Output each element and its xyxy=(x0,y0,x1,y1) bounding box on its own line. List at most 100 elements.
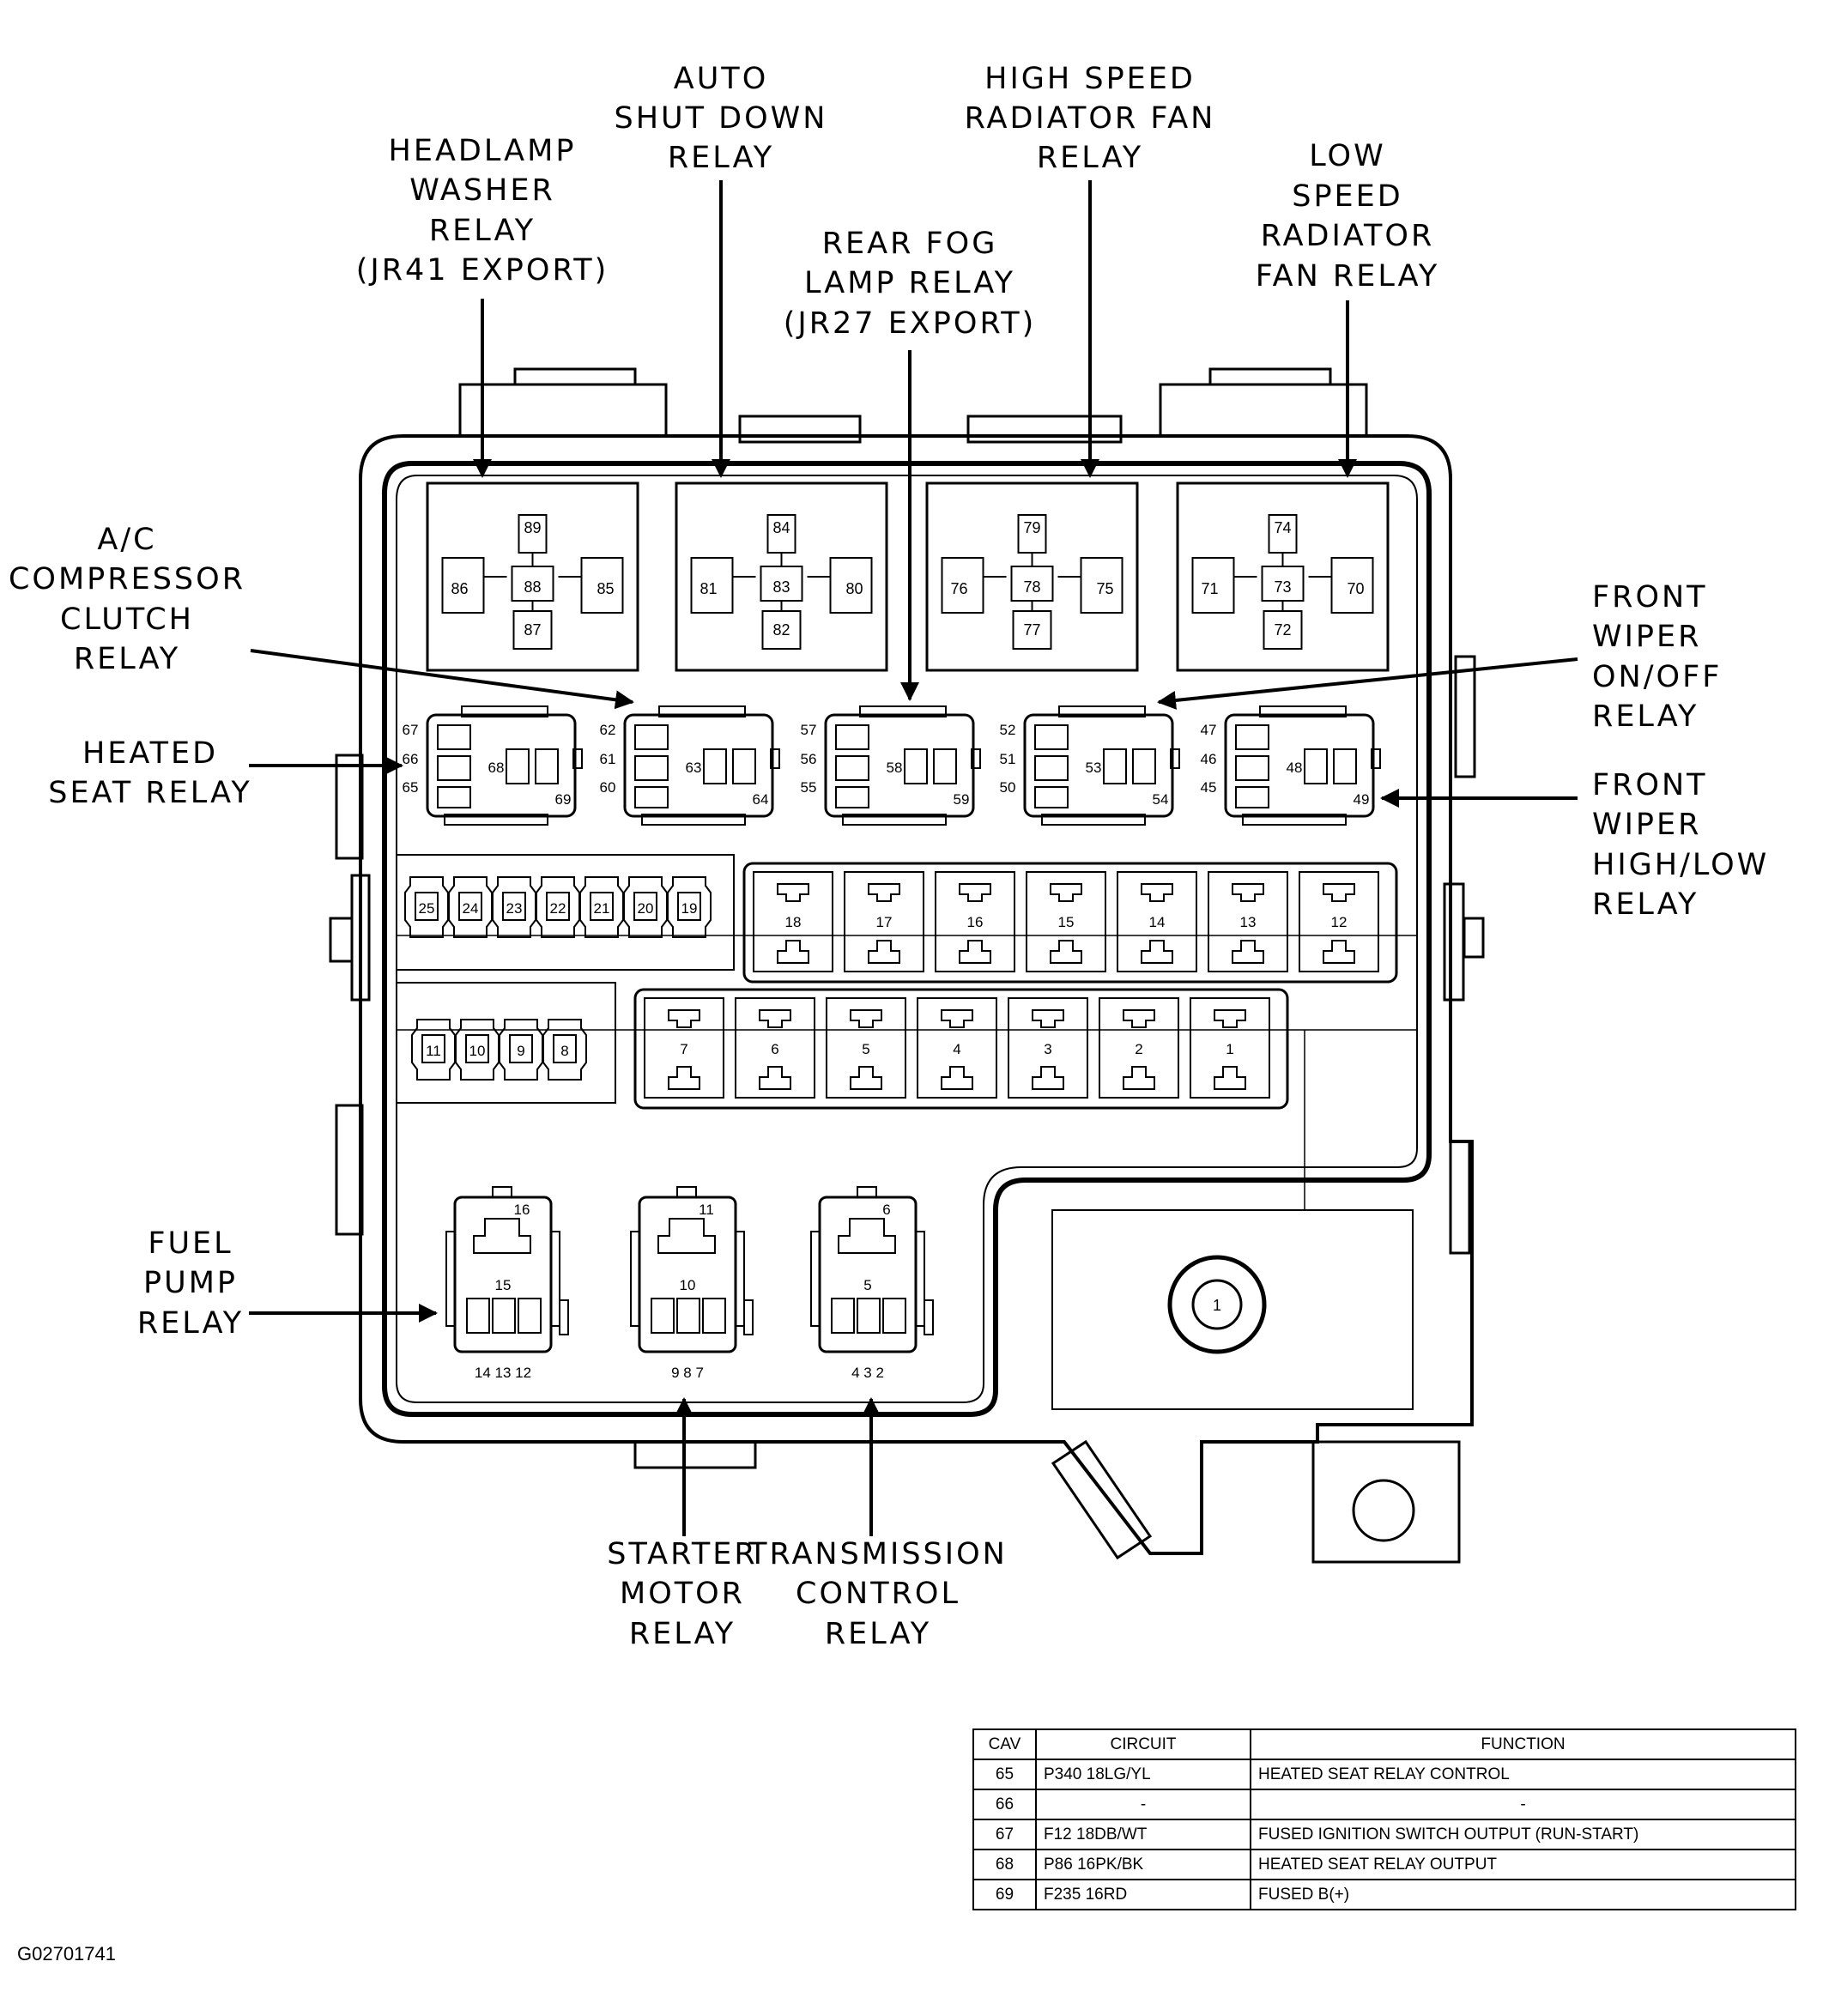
label-low-speed-radiator-fan-relay: LOW SPEED RADIATOR FAN RELAY xyxy=(1256,139,1438,294)
fuse-label: 2 xyxy=(1135,1041,1142,1057)
svg-text:LOW: LOW xyxy=(1309,139,1385,173)
pin-label: 9 8 7 xyxy=(671,1365,704,1381)
cell-function: FUSED B(+) xyxy=(1250,1879,1796,1910)
mini-fuse-outline xyxy=(404,876,449,938)
svg-text:AUTO: AUTO xyxy=(674,62,769,96)
fuse-label: 8 xyxy=(560,1043,568,1059)
svg-text:A/C: A/C xyxy=(97,523,156,557)
svg-text:RELAY: RELAY xyxy=(668,141,774,175)
svg-text:SPEED: SPEED xyxy=(1292,179,1403,214)
svg-text:ON/OFF: ON/OFF xyxy=(1592,660,1722,694)
label-ac-compressor-clutch-relay: A/C COMPRESSOR CLUTCH RELAY xyxy=(9,523,243,676)
pin-label: 47 xyxy=(1201,722,1217,738)
pin-label: 51 xyxy=(1000,751,1016,767)
fuse-label: 1 xyxy=(1226,1041,1233,1057)
svg-text:PUMP: PUMP xyxy=(143,1266,238,1300)
mini-fuse-outline xyxy=(579,876,624,938)
cartridge-fuse: 16 xyxy=(935,871,1015,972)
pin-label: 48 xyxy=(1287,760,1303,776)
svg-text:WIPER: WIPER xyxy=(1592,808,1701,842)
cartridge-fuse: 17 xyxy=(844,871,924,972)
svg-text:(JR41 EXPORT): (JR41 EXPORT) xyxy=(356,253,609,288)
fuse-label: 15 xyxy=(1058,914,1075,930)
fuse-label: 25 xyxy=(419,900,435,917)
pin-label: 10 xyxy=(680,1277,696,1293)
bottom-relay-socket: 654 3 2 xyxy=(810,1186,934,1381)
svg-text:RADIATOR FAN: RADIATOR FAN xyxy=(965,101,1216,136)
pin-label: 5 xyxy=(863,1277,871,1293)
fuse-label: 18 xyxy=(785,914,802,930)
table-row: 67 F12 18DB/WT FUSED IGNITION SWITCH OUT… xyxy=(972,1819,1796,1850)
pin-label: 14 13 12 xyxy=(475,1365,531,1381)
housing-side-tabs xyxy=(329,655,1485,1469)
svg-text:RELAY: RELAY xyxy=(825,1617,931,1651)
pin-label: 54 xyxy=(1153,791,1169,808)
col-function: FUNCTION xyxy=(1250,1728,1796,1760)
fuse-label: 23 xyxy=(506,900,523,917)
label-front-wiper-on-off-relay: FRONT WIPER ON/OFF RELAY xyxy=(1592,580,1722,734)
svg-text:SEAT RELAY: SEAT RELAY xyxy=(48,776,251,810)
pin-label: 50 xyxy=(1000,779,1016,796)
svg-text:REAR FOG: REAR FOG xyxy=(822,227,998,261)
cartridge-fuse: 12 xyxy=(1299,871,1379,972)
col-cav: CAV xyxy=(972,1728,1037,1760)
cartridge-fuse: 7 xyxy=(644,997,724,1099)
svg-text:LAMP RELAY: LAMP RELAY xyxy=(804,266,1015,300)
svg-text:RELAY: RELAY xyxy=(137,1306,244,1341)
mini-fuse-outline xyxy=(667,876,712,938)
cell-function: FUSED IGNITION SWITCH OUTPUT (RUN-START) xyxy=(1250,1819,1796,1850)
svg-text:FRONT: FRONT xyxy=(1592,580,1708,614)
pin-label: 69 xyxy=(555,791,572,808)
fuse-label: 16 xyxy=(967,914,984,930)
pin-label: 11 xyxy=(699,1202,714,1218)
svg-text:RELAY: RELAY xyxy=(1592,699,1699,734)
pin-label: 67 xyxy=(403,722,419,738)
cartridge-fuse: 4 xyxy=(917,997,997,1099)
cell-cav: 65 xyxy=(972,1759,1037,1790)
pin-label: 70 xyxy=(1347,580,1364,597)
cell-circuit: P340 18LG/YL xyxy=(1035,1759,1251,1790)
pin-label: 77 xyxy=(1023,621,1040,639)
stud-inner xyxy=(1191,1279,1243,1330)
table-row: 65 P340 18LG/YL HEATED SEAT RELAY CONTRO… xyxy=(972,1759,1796,1790)
pin-label: 74 xyxy=(1274,519,1291,536)
stud-outer xyxy=(1167,1255,1267,1354)
cell-function: HEATED SEAT RELAY OUTPUT xyxy=(1250,1849,1796,1880)
pin-label: 79 xyxy=(1023,519,1040,536)
svg-text:CONTROL: CONTROL xyxy=(796,1577,960,1611)
fuse-label: 13 xyxy=(1240,914,1257,930)
fuse-label: 22 xyxy=(550,900,566,917)
fuse-block-inner-wall xyxy=(382,461,1432,1417)
label-transmission-control-relay: TRANSMISSION CONTROL RELAY xyxy=(748,1537,1005,1651)
svg-text:WIPER: WIPER xyxy=(1592,620,1701,654)
cartridge-fuse: 5 xyxy=(826,997,906,1099)
pin-label: 65 xyxy=(403,779,419,796)
svg-text:RELAY: RELAY xyxy=(1037,141,1143,175)
mini-fuse-outline xyxy=(411,1019,456,1081)
pin-label: 15 xyxy=(495,1277,512,1293)
fuse-label: 3 xyxy=(1044,1041,1051,1057)
pin-label: 6 xyxy=(882,1202,890,1218)
cell-function: - xyxy=(1250,1789,1796,1820)
pin-label: 62 xyxy=(600,722,616,738)
cartridge-fuse: 2 xyxy=(1099,997,1179,1099)
stud-label: 1 xyxy=(1213,1297,1221,1314)
circuit-table: CAV CIRCUIT FUNCTION 65 P340 18LG/YL HEA… xyxy=(972,1728,1796,1910)
pin-label: 75 xyxy=(1096,580,1113,597)
cell-circuit: - xyxy=(1035,1789,1251,1820)
cell-circuit: F235 16RD xyxy=(1035,1879,1251,1910)
pin-label: 61 xyxy=(600,751,616,767)
fuse-label: 19 xyxy=(681,900,698,917)
svg-text:MOTOR: MOTOR xyxy=(620,1577,745,1611)
label-rear-fog-lamp-relay: REAR FOG LAMP RELAY (JR27 EXPORT) xyxy=(784,227,1034,341)
cell-cav: 67 xyxy=(972,1819,1037,1850)
